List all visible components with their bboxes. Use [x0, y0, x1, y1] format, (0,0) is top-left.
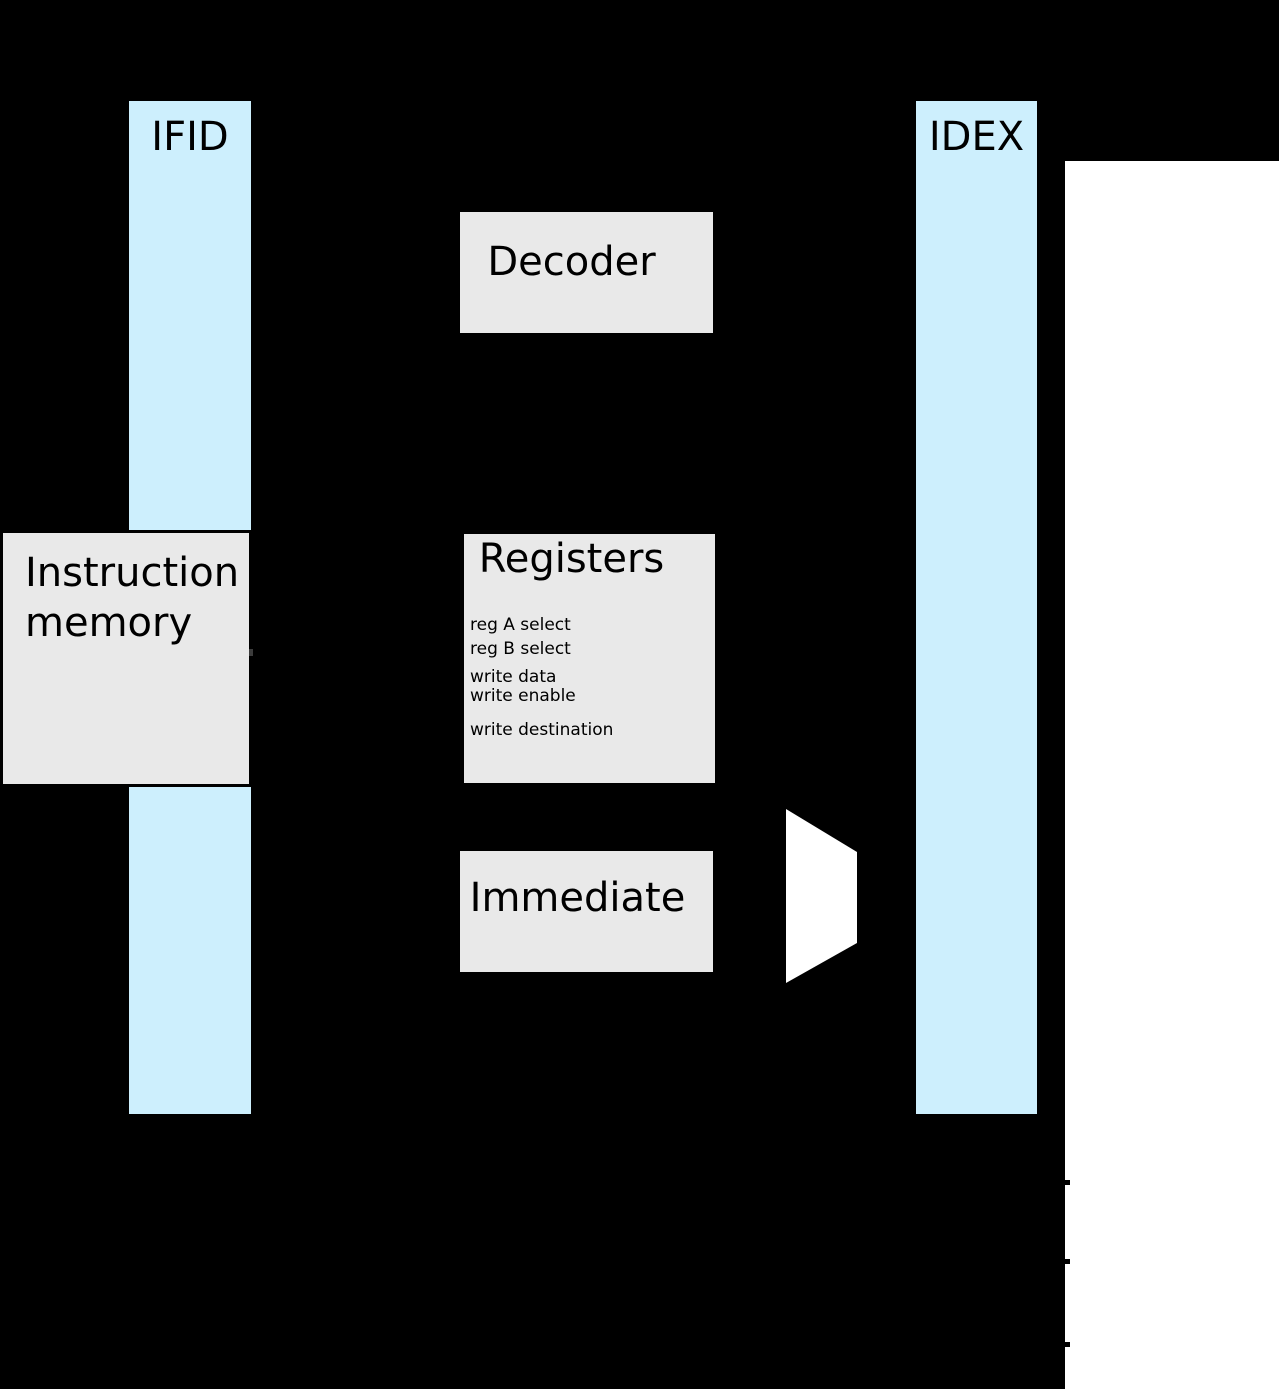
wire-stub-right-3	[1063, 1342, 1070, 1347]
wire-stub-right-1	[1063, 1180, 1070, 1185]
ifid-label: IFID	[151, 114, 229, 160]
port-label-write-destination: write destination	[470, 720, 614, 740]
idex-label: IDEX	[928, 114, 1025, 160]
registers-title: Registers	[478, 536, 665, 582]
block-instruction-memory: Instruction memory	[0, 530, 252, 787]
multiplexer-shape	[786, 809, 857, 983]
decoder-label: Decoder	[487, 239, 656, 285]
block-immediate: Immediate	[458, 849, 715, 974]
pipeline-register-idex: IDEX	[914, 99, 1039, 1116]
port-label-reg-b-select: reg B select	[470, 639, 571, 659]
block-decoder: Decoder	[458, 210, 715, 335]
multiplexer-polygon	[786, 809, 857, 983]
immediate-label: Immediate	[469, 875, 686, 921]
port-label-reg-a-select: reg A select	[470, 615, 571, 635]
port-label-write-enable: write enable	[470, 686, 576, 706]
port-label-write-data: write data	[470, 667, 557, 687]
wire-stub-right-2	[1063, 1259, 1070, 1264]
instruction-memory-label: Instruction memory	[25, 550, 240, 646]
right-cropped-panel	[1065, 161, 1279, 1389]
block-registers: Registers reg A select reg B select writ…	[462, 532, 717, 785]
wire-stub-instruction-memory-output	[249, 649, 253, 656]
